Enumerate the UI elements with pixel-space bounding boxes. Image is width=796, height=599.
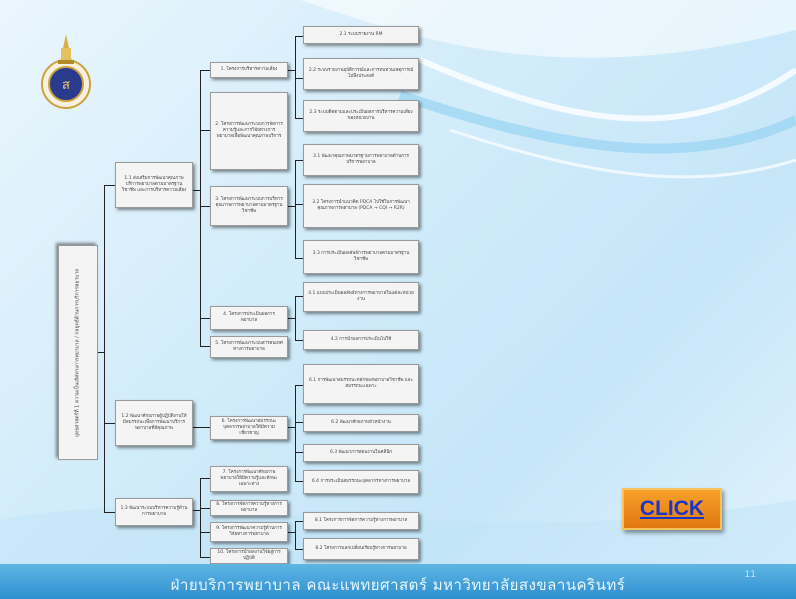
- connector: [295, 160, 303, 161]
- project-box: 5. โครงการพัฒนาระบบสารสนเทศทางการพยาบาล: [210, 336, 288, 358]
- svg-text:ส: ส: [62, 78, 70, 93]
- footer-bar: ฝ่ายบริการพยาบาล คณะแพทยศาสตร์ มหาวิทยาล…: [0, 564, 796, 599]
- connector: [200, 557, 210, 558]
- connector: [200, 346, 210, 347]
- page-number: 11: [744, 570, 756, 580]
- connector: [200, 508, 210, 509]
- activity-box: 2.1 ระบบรายงาน RM: [303, 26, 419, 44]
- activity-box: 8.1 โครงการการจัดการความรู้ทางการพยาบาล: [303, 512, 419, 530]
- connector: [295, 452, 303, 453]
- connector: [295, 385, 296, 481]
- connector: [200, 532, 210, 533]
- activity-box: 3.3 การประเมินผลลัพธ์การพยาบาลตามมาตรฐาน…: [303, 240, 419, 274]
- connector: [295, 160, 296, 258]
- connector: [97, 352, 105, 353]
- project-box: 1. โครงการบริหารความเสี่ยง: [210, 62, 288, 78]
- activity-box: 6.3 พัฒนาการสอนงานในคลินิก: [303, 444, 419, 462]
- connector: [200, 318, 210, 319]
- project-box: 8. โครงการจัดการความรู้ทางการพยาบาล: [210, 500, 288, 516]
- activity-box: 4.2 การนำผลการประเมินไปใช้: [303, 330, 419, 350]
- connector: [295, 78, 303, 79]
- connector: [295, 296, 303, 297]
- connector: [295, 204, 303, 205]
- connector: [104, 512, 116, 513]
- connector: [200, 130, 210, 131]
- connector: [200, 478, 210, 479]
- activity-box: 6.4 การประเมินสมรรถนะบุคลากรทางการพยาบาล: [303, 470, 419, 494]
- connector: [295, 340, 303, 341]
- connector: [295, 118, 303, 119]
- activity-box: 3.2 โครงการนำแนวคิด PDCA ไปใช้ในการพัฒนา…: [303, 184, 419, 228]
- connector: [193, 427, 210, 428]
- project-box: 3. โครงการพัฒนาระบบการบริหารคุณภาพการพยา…: [210, 186, 288, 226]
- click-button[interactable]: CLICK: [622, 488, 722, 530]
- connector: [295, 36, 303, 37]
- connector: [295, 385, 303, 386]
- goal-box: 1.3 พัฒนาระบบบริหารความรู้ด้านการพยาบาล: [115, 498, 193, 526]
- project-box: 2. โครงการพัฒนาระบบการจัดการความรู้และกา…: [210, 92, 288, 170]
- goal-box: 1.1 ส่งเสริมการพัฒนาคุณภาพบริการพยาบาลตา…: [115, 162, 193, 208]
- connector: [287, 206, 296, 207]
- project-box: 6. โครงการพัฒนาสมรรถนะบุคลากรพยาบาลให้มี…: [210, 416, 288, 440]
- connector: [295, 549, 303, 550]
- connector: [104, 185, 105, 513]
- connector: [295, 36, 296, 118]
- project-box: 10. โครงการนำผลงานวิจัยสู่การปฏิบัติ: [210, 548, 288, 564]
- activity-box: 8.2 โครงการแลกเปลี่ยนเรียนรู้ทางการพยาบา…: [303, 538, 419, 560]
- connector: [200, 70, 210, 71]
- activity-box: 2.3 ระบบติดตามและประเมินผลการบริหารความเ…: [303, 100, 419, 132]
- project-box: 7. โครงการพัฒนาศักยภาพพยาบาลให้มีความรู้…: [210, 466, 288, 492]
- connector: [104, 185, 116, 186]
- activity-box: 4.1 แบบประเมินผลลัพธ์ทางการพยาบาลในแต่ละ…: [303, 282, 419, 312]
- strategy-root-box: ยุทธศาสตร์ที่ 1 ความเป็นเลิศทางการพยาบาล…: [58, 245, 98, 460]
- connector: [295, 258, 303, 259]
- connector: [193, 510, 201, 511]
- activity-box: 6.1 การพัฒนาสมรรถนะหลักของพยาบาลวิชาชีพ …: [303, 364, 419, 404]
- connector: [104, 423, 116, 424]
- connector: [295, 521, 303, 522]
- connector: [295, 481, 303, 482]
- project-box: 9. โครงการพัฒนาความรู้ด้านการวิจัยทางการ…: [210, 522, 288, 542]
- activity-box: 3.1 พัฒนาคุณภาพมาตรฐานการพยาบาลด้านการบร…: [303, 144, 419, 176]
- connector: [295, 422, 303, 423]
- activity-box: 6.2 พัฒนาศักยภาพหัวหน้างาน: [303, 414, 419, 432]
- goal-box: 1.2 พัฒนาศักยภาพผู้ปฏิบัติงานให้มีสมรรถน…: [115, 400, 193, 446]
- university-seal-icon: ส: [30, 28, 102, 114]
- connector: [287, 427, 296, 428]
- connector: [287, 532, 296, 533]
- connector: [193, 190, 201, 191]
- connector: [295, 521, 296, 549]
- connector: [200, 206, 210, 207]
- footer-text: ฝ่ายบริการพยาบาล คณะแพทยศาสตร์ มหาวิทยาล…: [170, 576, 626, 594]
- connector: [287, 70, 296, 71]
- project-box: 4. โครงการประเมินผลการพยาบาล: [210, 306, 288, 330]
- connector: [200, 478, 201, 558]
- connector: [200, 70, 201, 346]
- activity-box: 2.2 ระบบรายงานอุบัติการณ์และการทบทวนเหตุ…: [303, 58, 419, 90]
- connector: [287, 318, 296, 319]
